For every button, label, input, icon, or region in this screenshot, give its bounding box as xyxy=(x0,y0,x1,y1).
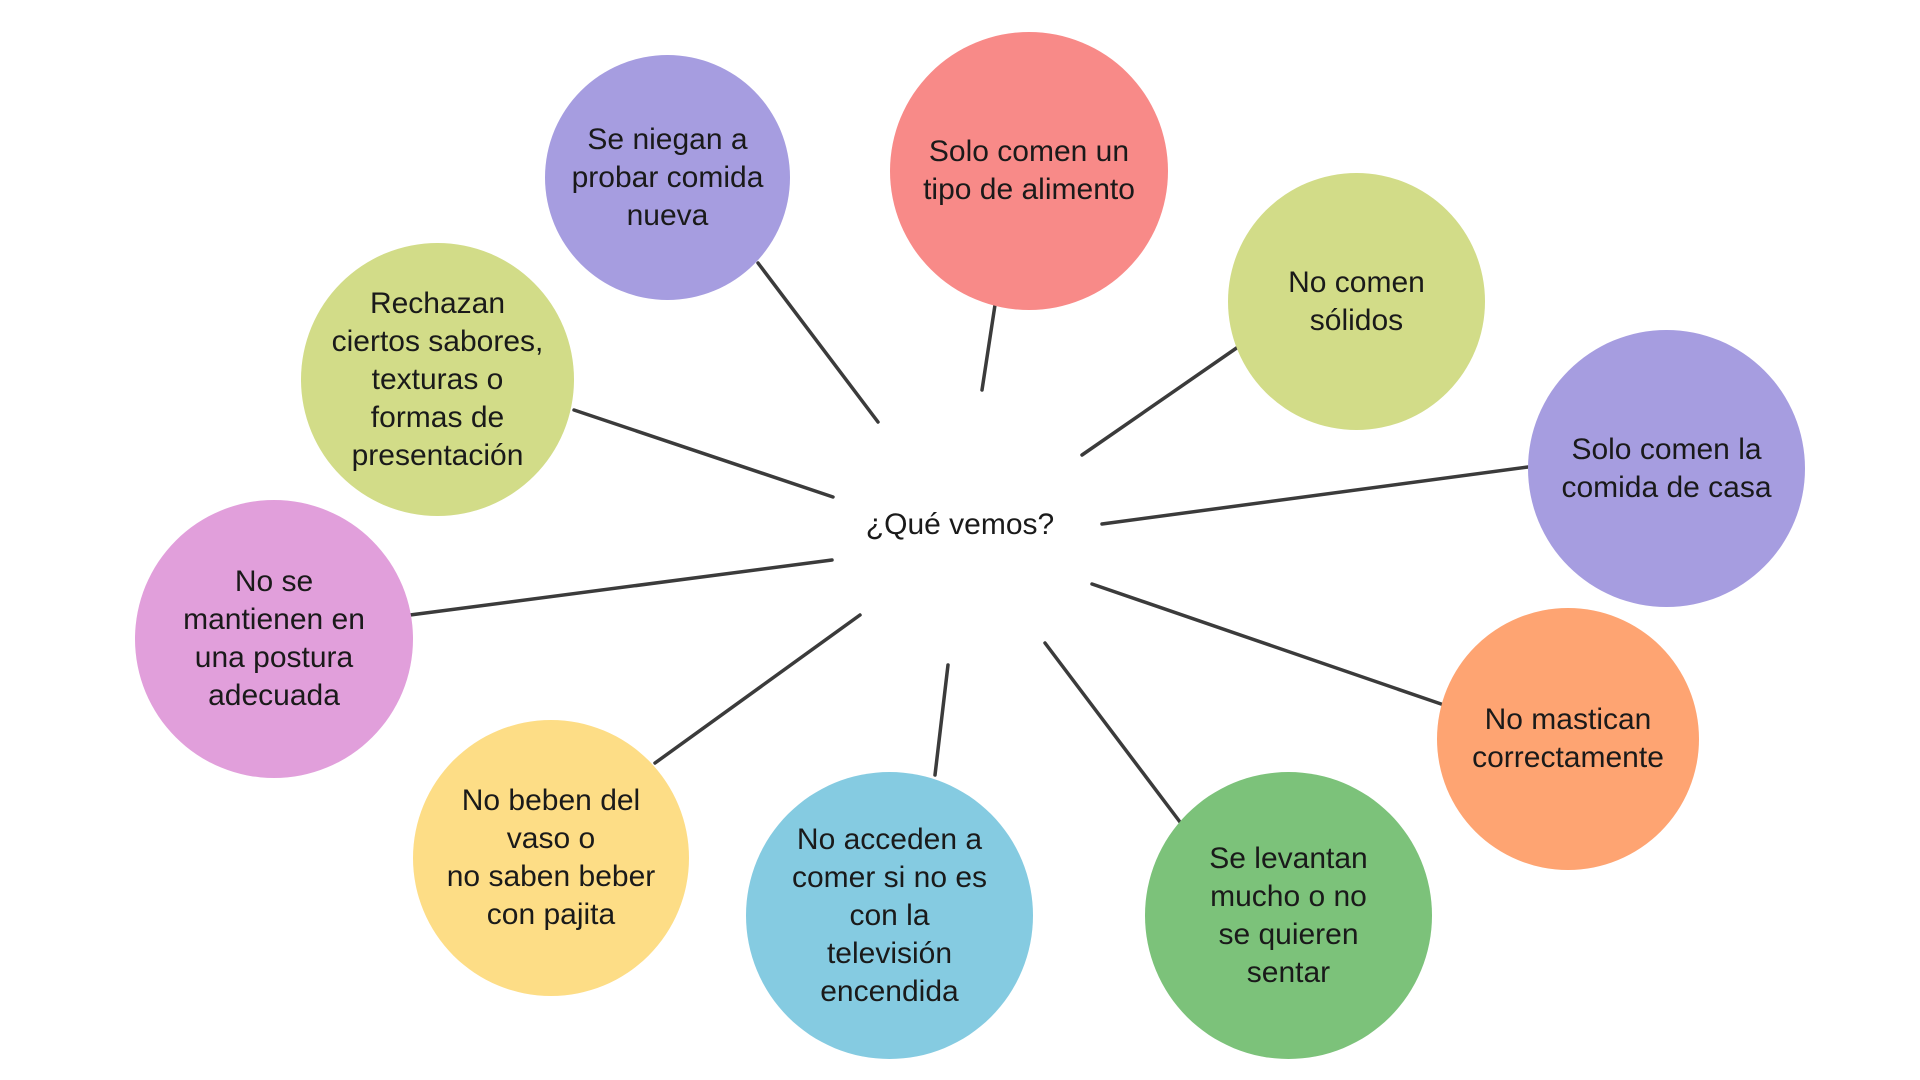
central-topic-label: ¿Qué vemos? xyxy=(865,508,1055,541)
connector-line xyxy=(933,663,950,777)
node-label: Se niegan a probar comida nueva xyxy=(571,122,764,232)
node-only-home-food: Solo comen la comida de casa xyxy=(1528,330,1805,607)
node-label: No acceden a comer si no es con la telev… xyxy=(791,822,988,1008)
node-reject-flavors-textures: Rechazan ciertos sabores, texturas o for… xyxy=(301,243,574,516)
central-topic: ¿Qué vemos? xyxy=(820,500,1100,550)
node-label: Se levantan mucho o no se quieren sentar xyxy=(1209,841,1368,989)
connector-line xyxy=(1090,582,1446,707)
node-refuse-new-food: Se niegan a probar comida nueva xyxy=(545,55,790,300)
node-no-solids: No comen sólidos xyxy=(1228,173,1485,430)
connector-line xyxy=(1100,465,1530,526)
node-label: No se mantienen en una postura adecuada xyxy=(183,565,365,712)
node-one-food-type: Solo comen un tipo de alimento xyxy=(890,32,1168,310)
connector-line xyxy=(1080,345,1240,457)
node-label: Solo comen un tipo de alimento xyxy=(923,135,1135,206)
connector-line xyxy=(408,558,834,617)
node-label: Solo comen la comida de casa xyxy=(1561,432,1772,504)
node-posture: No se mantienen en una postura adecuada xyxy=(135,500,413,778)
node-label: No beben del vaso o no saben beber con p… xyxy=(446,784,656,931)
node-no-chewing: No mastican correctamente xyxy=(1437,608,1699,870)
connector-line xyxy=(653,613,862,765)
node-label: No comen sólidos xyxy=(1288,265,1425,337)
node-only-with-tv: No acceden a comer si no es con la telev… xyxy=(746,772,1033,1059)
node-glass-straw: No beben del vaso o no saben beber con p… xyxy=(413,720,689,996)
connector-line xyxy=(756,261,880,424)
node-label: Rechazan ciertos sabores, texturas o for… xyxy=(331,286,544,472)
connector-line xyxy=(980,303,997,392)
connector-line xyxy=(572,408,835,499)
connector-line xyxy=(1043,641,1182,824)
node-label: No mastican correctamente xyxy=(1472,703,1664,774)
node-get-up-often: Se levantan mucho o no se quieren sentar xyxy=(1145,772,1432,1059)
